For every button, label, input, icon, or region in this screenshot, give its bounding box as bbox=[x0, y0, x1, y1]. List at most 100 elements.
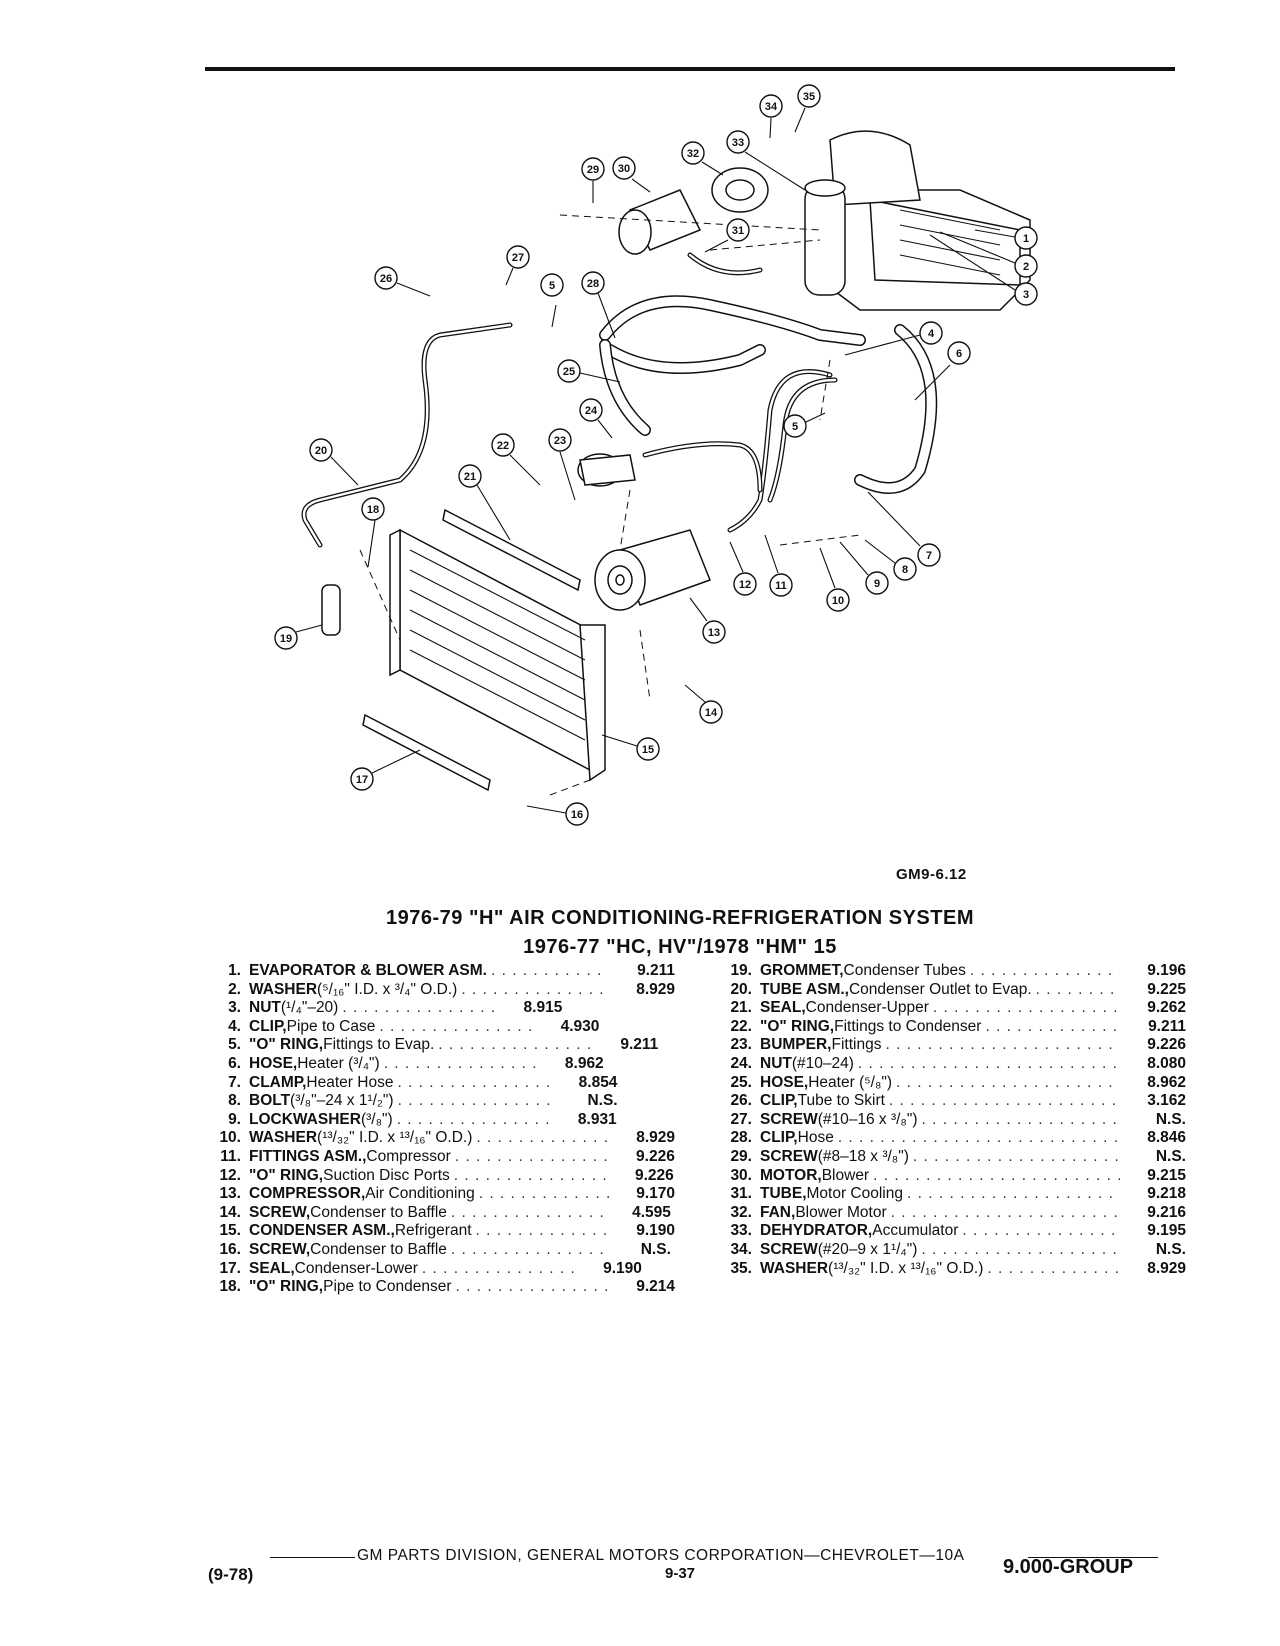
part-row: 15.CONDENSER ASM.,Refrigerant9.190 bbox=[205, 1222, 675, 1241]
part-description: Condenser Tubes bbox=[843, 962, 966, 979]
callout-9: 9 bbox=[839, 541, 889, 595]
part-description: (³/₈") bbox=[360, 1110, 393, 1128]
part-row: 12."O" RING,Suction Disc Ports9.226 bbox=[205, 1167, 675, 1186]
group-number: 8.915 bbox=[523, 999, 563, 1017]
part-row: 24.NUT(#10–24)8.080 bbox=[716, 1055, 1186, 1074]
group-number: N.S. bbox=[587, 1092, 618, 1110]
part-number: 35. bbox=[730, 1259, 752, 1277]
callout-19: 19 bbox=[274, 624, 323, 650]
part-number: 6. bbox=[228, 1054, 241, 1072]
callout-14: 14 bbox=[684, 684, 723, 724]
part-name: CONDENSER ASM., bbox=[249, 1222, 395, 1240]
callout-15: 15 bbox=[601, 734, 660, 761]
part-description: Fittings to Condenser bbox=[834, 1017, 982, 1035]
part-name: COMPRESSOR, bbox=[249, 1185, 366, 1203]
blower-motor bbox=[618, 167, 769, 255]
part-description: (#10–24) bbox=[791, 1054, 854, 1072]
dot-leader bbox=[394, 1092, 552, 1111]
part-name: WASHER bbox=[249, 1129, 318, 1147]
muffler-fittings bbox=[577, 453, 636, 487]
callout-29: 29 bbox=[581, 157, 605, 203]
dot-leader bbox=[966, 962, 1120, 981]
part-number: 16. bbox=[219, 1240, 241, 1258]
group-number: 9.225 bbox=[1147, 980, 1186, 998]
part-description: Tube to Skirt bbox=[797, 1092, 885, 1110]
callout-3: 3 bbox=[929, 234, 1038, 306]
callout-13: 13 bbox=[689, 597, 726, 644]
svg-text:14: 14 bbox=[705, 707, 718, 719]
part-number: 14. bbox=[219, 1203, 241, 1221]
svg-text:2: 2 bbox=[1023, 261, 1029, 273]
group-number: N.S. bbox=[640, 1240, 671, 1258]
dot-leader bbox=[451, 1148, 609, 1167]
callout-21: 21 bbox=[458, 464, 511, 541]
part-description: Accumulator bbox=[872, 1222, 959, 1240]
part-name: HOSE, bbox=[760, 1073, 809, 1091]
page-number: 9-37 bbox=[665, 1565, 696, 1582]
part-number: 20. bbox=[730, 980, 752, 998]
part-row: 10.WASHER(¹³/₃₂" I.D. x ¹³/₁₆" O.D.)8.92… bbox=[205, 1129, 675, 1148]
part-row: 28.CLIP,Hose8.846 bbox=[716, 1129, 1186, 1148]
group-number: 3.162 bbox=[1147, 1092, 1186, 1110]
part-name: WASHER bbox=[249, 980, 318, 998]
part-number: 29. bbox=[730, 1147, 752, 1165]
dot-leader bbox=[1032, 981, 1120, 1000]
part-row: 19.GROMMET,Condenser Tubes9.196 bbox=[716, 962, 1186, 981]
svg-text:11: 11 bbox=[775, 580, 787, 592]
part-number: 17. bbox=[219, 1259, 241, 1277]
part-description: Blower Motor bbox=[795, 1203, 887, 1221]
svg-text:25: 25 bbox=[563, 366, 575, 378]
part-name: "O" RING, bbox=[249, 1278, 324, 1296]
part-description: Blower bbox=[821, 1166, 870, 1184]
svg-text:10: 10 bbox=[832, 595, 844, 607]
group-number: 9.196 bbox=[1147, 962, 1186, 979]
dot-leader bbox=[903, 1185, 1120, 1204]
part-description: (⁵/₁₆" I.D. x ³/₄" O.D.) bbox=[317, 980, 458, 998]
part-row: 23.BUMPER,Fittings9.226 bbox=[716, 1036, 1186, 1055]
part-number: 15. bbox=[219, 1222, 241, 1240]
part-name: DEHYDRATOR, bbox=[760, 1222, 873, 1240]
dot-leader bbox=[393, 1111, 551, 1130]
part-name: TUBE ASM., bbox=[760, 980, 849, 998]
part-number: 24. bbox=[730, 1054, 752, 1072]
part-row: 8.BOLT(³/₈"–24 x 1¹/₂")N.S. bbox=[205, 1092, 675, 1111]
dot-leader bbox=[885, 1092, 1120, 1111]
svg-text:21: 21 bbox=[464, 471, 476, 483]
dot-leader bbox=[983, 1260, 1120, 1279]
part-name: FAN, bbox=[760, 1203, 796, 1221]
part-name: SCREW, bbox=[249, 1203, 311, 1221]
svg-text:26: 26 bbox=[380, 273, 392, 285]
part-name: SCREW bbox=[760, 1240, 818, 1258]
part-row: 1.EVAPORATOR & BLOWER ASM.9.211 bbox=[205, 962, 675, 981]
svg-text:24: 24 bbox=[585, 405, 598, 417]
part-number: 7. bbox=[228, 1073, 241, 1091]
part-number: 11. bbox=[220, 1147, 241, 1165]
callout-12: 12 bbox=[729, 541, 757, 596]
group-number: 9.226 bbox=[634, 1166, 674, 1184]
group-number: 8.846 bbox=[1147, 1129, 1186, 1147]
part-row: 2.WASHER(⁵/₁₆" I.D. x ³/₄" O.D.)8.929 bbox=[205, 981, 675, 1000]
callout-6: 6 bbox=[914, 341, 971, 401]
dot-leader bbox=[487, 962, 609, 981]
part-name: WASHER bbox=[760, 1259, 829, 1277]
dot-leader bbox=[380, 1055, 538, 1074]
svg-text:13: 13 bbox=[708, 627, 720, 639]
dot-leader bbox=[887, 1204, 1120, 1223]
dot-leader bbox=[881, 1036, 1120, 1055]
part-name: SCREW bbox=[760, 1110, 818, 1128]
group-number: 8.929 bbox=[636, 980, 675, 998]
svg-text:33: 33 bbox=[732, 137, 744, 149]
dot-leader bbox=[375, 1018, 533, 1037]
dot-leader bbox=[909, 1148, 1120, 1167]
part-name: TUBE, bbox=[760, 1185, 807, 1203]
part-number: 34. bbox=[730, 1240, 752, 1258]
part-number: 33. bbox=[730, 1222, 752, 1240]
evaporator-blower-case bbox=[819, 130, 1031, 311]
condenser bbox=[389, 528, 606, 782]
group-number: 8.080 bbox=[1147, 1054, 1186, 1072]
group-number: 9.211 bbox=[637, 962, 675, 979]
dot-leader bbox=[917, 1241, 1120, 1260]
part-name: "O" RING, bbox=[249, 1166, 324, 1184]
part-row: 16.SCREW,Condenser to BaffleN.S. bbox=[205, 1241, 675, 1260]
part-number: 27. bbox=[730, 1110, 752, 1128]
